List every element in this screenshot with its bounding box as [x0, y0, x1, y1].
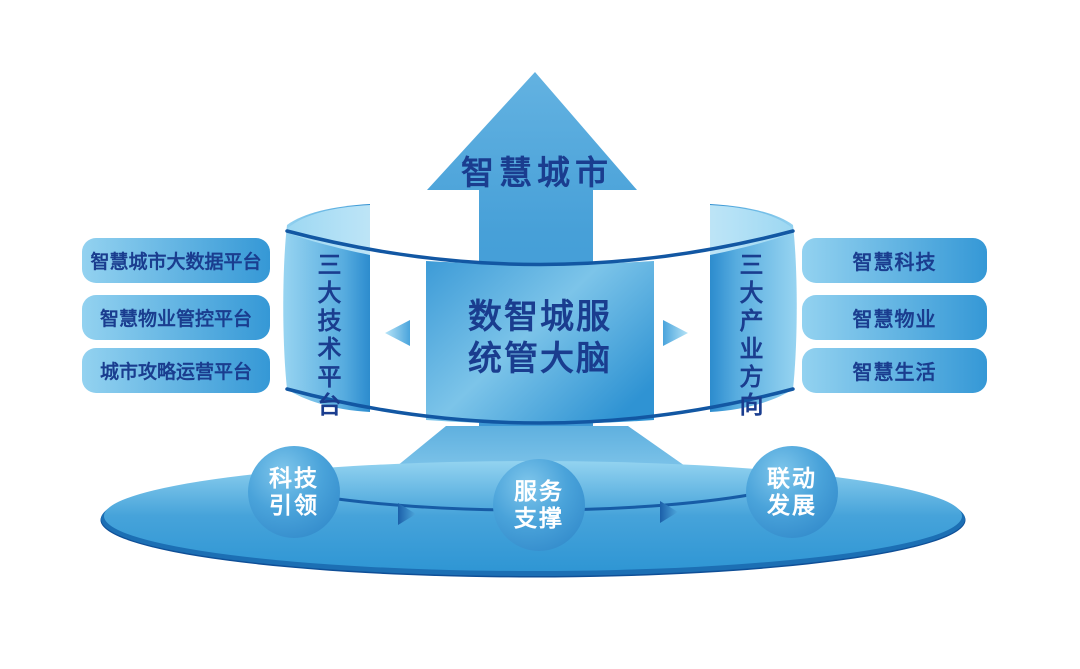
cylinder-right-band: [710, 204, 797, 412]
pill-label: 智慧物业管控平台: [99, 308, 252, 330]
pill-label: 城市攻略运营平台: [99, 361, 252, 383]
sphere-label-line2: 引领: [269, 493, 319, 519]
pill-right-smart-property: 智慧物业: [802, 295, 987, 340]
connector-arrowhead-2: [660, 501, 678, 523]
connector-arrowhead-1: [398, 503, 416, 525]
sphere-linked-development: 联动 发展: [746, 446, 838, 538]
pill-left-bigdata-platform: 智慧城市大数据平台: [82, 238, 270, 283]
pill-left-property-platform: 智慧物业管控平台: [82, 295, 270, 340]
top-arrow-label: 智慧城市: [461, 153, 613, 192]
pill-label: 智慧生活: [852, 360, 937, 384]
sphere-label-line1: 联动: [767, 466, 817, 492]
pill-right-smart-tech: 智慧科技: [802, 238, 987, 283]
right-arrow-icon: [663, 320, 688, 346]
cylinder-front-panel: [426, 261, 654, 424]
sphere-label-line1: 服务: [514, 479, 564, 505]
pill-label: 智慧科技: [852, 250, 937, 274]
pill-right-smart-life: 智慧生活: [802, 348, 987, 393]
left-arrow-icon: [385, 320, 410, 346]
sphere-label-line1: 科技: [269, 466, 319, 492]
cylinder-left-band: [283, 204, 370, 412]
cylinder-bottom-rim-line: [285, 387, 795, 425]
sphere-tech-leading: 科技 引领: [248, 446, 340, 538]
left-band-label: 三大技术平台: [313, 252, 341, 420]
sphere-label-line2: 发展: [767, 493, 817, 519]
pill-label: 智慧城市大数据平台: [90, 251, 262, 273]
center-title: 数智城服 统管大脑: [415, 296, 665, 380]
pill-left-city-operation-platform: 城市攻略运营平台: [82, 348, 270, 393]
cylinder-left-band-inner-wall: [288, 205, 370, 255]
center-title-line2: 统管大脑: [468, 339, 612, 379]
sphere-service-support: 服务 支撑: [493, 459, 585, 551]
sphere-label-line2: 支撑: [514, 506, 564, 532]
right-band-label: 三大产业方向: [735, 252, 763, 420]
cylinder-right-band-inner-wall: [710, 205, 792, 255]
cylinder-top-rim-line: [285, 229, 795, 267]
pill-label: 智慧物业: [852, 307, 937, 331]
center-title-line1: 数智城服: [468, 297, 612, 337]
